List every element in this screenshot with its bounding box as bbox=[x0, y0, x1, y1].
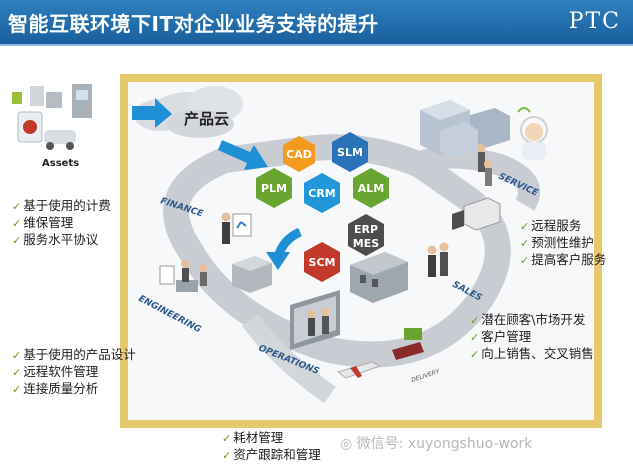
right-top-list: ✓远程服务 ✓预测性维护 ✓提高客户服务 bbox=[520, 218, 606, 269]
arrow-to-cloud bbox=[132, 98, 172, 128]
hex-mes-label: MES bbox=[353, 237, 379, 250]
arrow-cloud-to-hub bbox=[218, 140, 268, 170]
right-bottom-list: ✓潜在顾客\市场开发 ✓客户管理 ✓向上销售、交叉销售 bbox=[470, 312, 594, 363]
list-item: ✓资产跟踪和管理 bbox=[222, 447, 321, 462]
hex-cad-label: CAD bbox=[286, 148, 312, 161]
check-icon: ✓ bbox=[520, 220, 530, 233]
list-item: ✓潜在顾客\市场开发 bbox=[470, 312, 586, 327]
hex-erp-mes: ERP MES bbox=[348, 214, 384, 256]
delivery-vehicles bbox=[336, 328, 424, 379]
hex-erp-label: ERP bbox=[354, 223, 378, 236]
hex-crm: CRM bbox=[304, 173, 340, 213]
list-item: ✓维保管理 bbox=[12, 215, 74, 230]
list-item: ✓连接质量分析 bbox=[12, 381, 99, 396]
hex-slm: SLM bbox=[332, 132, 368, 172]
list-item: ✓基于使用的产品设计 bbox=[12, 347, 136, 362]
check-icon: ✓ bbox=[222, 432, 232, 445]
factory-building bbox=[350, 252, 408, 303]
hex-scm-label: SCM bbox=[309, 256, 336, 269]
operations-display bbox=[290, 290, 340, 350]
list-item: ✓向上销售、交叉销售 bbox=[470, 346, 594, 361]
check-icon: ✓ bbox=[12, 383, 22, 396]
hex-alm-label: ALM bbox=[358, 182, 384, 195]
hex-crm-label: CRM bbox=[308, 187, 336, 200]
delivery-truck bbox=[452, 197, 501, 231]
hex-plm: PLM bbox=[256, 168, 292, 208]
product-cloud-label: 产品云 bbox=[184, 110, 230, 128]
check-icon: ✓ bbox=[12, 234, 22, 247]
check-icon: ✓ bbox=[470, 314, 480, 327]
assets-label: Assets bbox=[42, 158, 80, 169]
list-item: ✓基于使用的计费 bbox=[12, 198, 111, 213]
list-item: ✓客户管理 bbox=[470, 329, 532, 344]
list-item: ✓远程服务 bbox=[520, 218, 582, 233]
left-top-list: ✓基于使用的计费 ✓维保管理 ✓服务水平协议 bbox=[12, 198, 111, 249]
check-icon: ✓ bbox=[12, 349, 22, 362]
check-icon: ✓ bbox=[222, 449, 232, 462]
hex-alm: ALM bbox=[353, 168, 389, 208]
check-icon: ✓ bbox=[12, 366, 22, 379]
page-title: 智能互联环境下IT对企业业务支持的提升 bbox=[8, 12, 379, 36]
list-item: ✓远程软件管理 bbox=[12, 364, 99, 379]
wechat-icon: ◎ bbox=[340, 436, 353, 452]
road-label-engineering: ENGINEERING bbox=[137, 294, 203, 335]
ptc-logo: PTC bbox=[568, 9, 621, 34]
warehouse-building bbox=[232, 256, 272, 293]
hex-scm: SCM bbox=[304, 242, 340, 282]
engineering-people bbox=[159, 260, 207, 292]
assets-devices bbox=[12, 84, 92, 150]
check-icon: ✓ bbox=[520, 254, 530, 267]
list-item: ✓耗材管理 bbox=[222, 430, 284, 445]
left-bottom-list: ✓基于使用的产品设计 ✓远程软件管理 ✓连接质量分析 bbox=[12, 347, 136, 398]
sales-people bbox=[427, 242, 449, 277]
wechat-watermark: ◎ 微信号: xuyongshuo-work bbox=[340, 433, 532, 453]
bottom-list: ✓耗材管理 ✓资产跟踪和管理 bbox=[222, 430, 321, 464]
check-icon: ✓ bbox=[12, 217, 22, 230]
arrow-hub-head bbox=[266, 252, 290, 270]
road-label-delivery: DELIVERY bbox=[410, 368, 441, 384]
service-people bbox=[477, 144, 492, 186]
check-icon: ✓ bbox=[470, 331, 480, 344]
hex-cad: CAD bbox=[283, 136, 315, 172]
header-bar: 智能互联环境下IT对企业业务支持的提升 PTC bbox=[0, 0, 633, 46]
office-buildings bbox=[420, 100, 510, 158]
road-upper-right bbox=[406, 146, 541, 211]
list-item: ✓预测性维护 bbox=[520, 235, 594, 250]
road-lower-left bbox=[242, 313, 336, 404]
check-icon: ✓ bbox=[520, 237, 530, 250]
watermark-text: 微信号: xuyongshuo-work bbox=[356, 436, 533, 452]
hex-slm-label: SLM bbox=[337, 146, 363, 159]
check-icon: ✓ bbox=[470, 348, 480, 361]
finance-people bbox=[221, 212, 252, 244]
service-agent bbox=[517, 107, 548, 160]
hex-plm-label: PLM bbox=[261, 182, 287, 195]
list-item: ✓提高客户服务 bbox=[520, 252, 607, 267]
check-icon: ✓ bbox=[12, 200, 22, 213]
list-item: ✓服务水平协议 bbox=[12, 232, 99, 247]
